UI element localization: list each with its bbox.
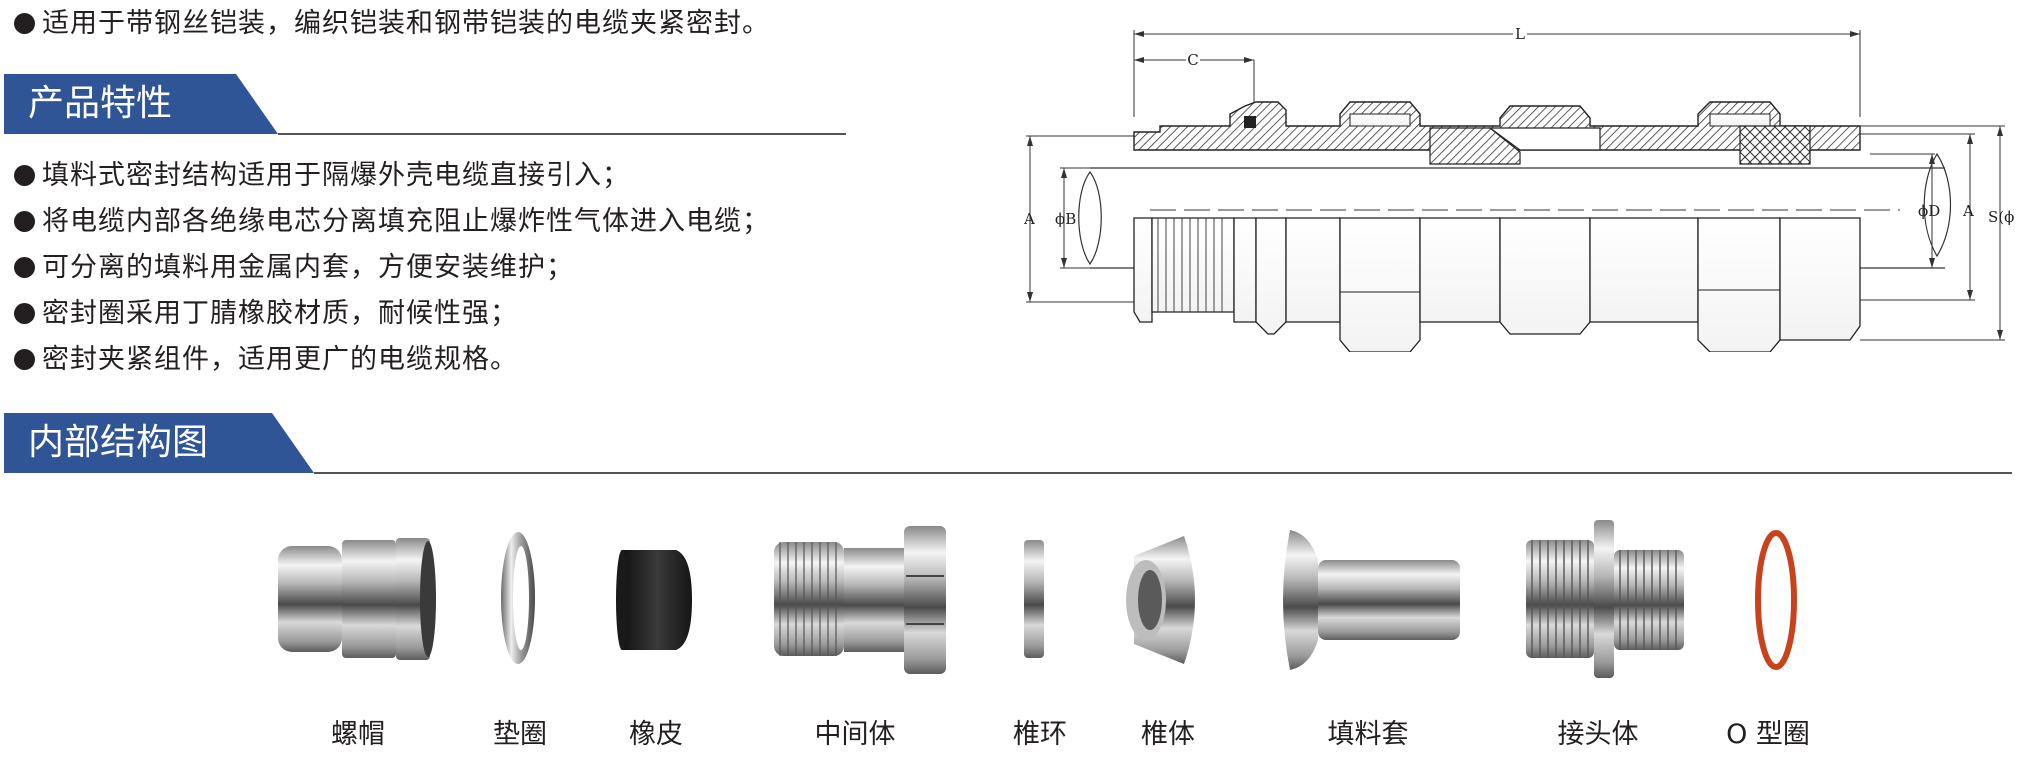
o-ring-part: [1755, 530, 1797, 670]
part-label: 接头体: [1557, 719, 1639, 750]
connector-body-part: [1526, 520, 1684, 678]
section-header-features: 产品特性: [4, 74, 846, 135]
middle-body-part: [774, 526, 946, 674]
rubber-part: [616, 550, 692, 650]
bullet-dot-icon: [14, 303, 35, 324]
section-header-structure: 内部结构图: [4, 413, 2012, 474]
header-tab-shape: [4, 413, 314, 473]
feature-item: 密封圈采用丁腈橡胶材质，耐候性强；: [14, 296, 518, 332]
bullet-dot-icon: [14, 211, 35, 232]
washer-part: [501, 532, 535, 664]
part-label: 椎体: [1141, 719, 1195, 750]
feature-item: 可分离的填料用金属内套，方便安装维护；: [14, 250, 574, 286]
feature-text: 将电缆内部各绝缘电芯分离填充阻止爆炸性气体进入电缆；: [42, 206, 770, 237]
feature-text: 可分离的填料用金属内套，方便安装维护；: [42, 252, 574, 283]
bullet-dot-icon: [14, 165, 35, 186]
section-title-features: 产品特性: [28, 83, 173, 124]
dim-label-A-right: A: [1962, 202, 1974, 220]
dim-label-D: ϕD: [1918, 202, 1940, 220]
section-divider: [314, 472, 2012, 474]
cone-ring-part: [1024, 540, 1044, 658]
section-divider: [278, 133, 846, 135]
dim-label-C: C: [1187, 51, 1198, 69]
part-label: 螺帽: [331, 719, 385, 750]
nut-part: [278, 538, 436, 660]
part-label: 填料套: [1327, 719, 1409, 750]
technical-drawing: L C A ϕB: [1020, 22, 2020, 353]
bullet-dot-icon: [14, 13, 35, 34]
dim-label-B: ϕB: [1055, 210, 1076, 228]
bullet-dot-icon: [14, 257, 35, 278]
feature-text: 填料式密封结构适用于隔爆外壳电缆直接引入；: [42, 160, 630, 191]
feature-text: 密封夹紧组件，适用更广的电缆规格。: [42, 344, 518, 375]
intro-bullet-text: 适用于带钢丝铠装，编织铠装和钢带铠装的电缆夹紧密封。: [42, 8, 770, 39]
feature-text: 密封圈采用丁腈橡胶材质，耐候性强；: [42, 298, 518, 329]
dim-label-S: S(ϕ: [1988, 208, 2014, 226]
part-label: 橡皮: [629, 719, 683, 750]
dim-label-A-left: A: [1023, 210, 1035, 228]
feature-item: 填料式密封结构适用于隔爆外壳电缆直接引入；: [14, 158, 630, 194]
part-label: 椎环: [1013, 719, 1067, 750]
feature-item: 将电缆内部各绝缘电芯分离填充阻止爆炸性气体进入电缆；: [14, 204, 770, 240]
header-tab-shape: [4, 74, 278, 134]
section-title-structure: 内部结构图: [28, 422, 209, 463]
intro-bullet: 适用于带钢丝铠装，编织铠装和钢带铠装的电缆夹紧密封。: [14, 6, 770, 42]
part-label: 垫圈: [493, 719, 547, 750]
bullet-dot-icon: [14, 349, 35, 370]
part-label: 中间体: [814, 719, 896, 750]
dim-label-L: L: [1515, 25, 1525, 43]
packing-sleeve-part: [1283, 530, 1460, 670]
part-label: O 型圈: [1726, 719, 1810, 750]
parts-row: 螺帽 垫圈 橡皮 中间体 椎环 椎体 填料套 接头体 O 型圈: [0, 520, 2020, 770]
cone-body-part: [1126, 536, 1195, 664]
feature-item: 密封夹紧组件，适用更广的电缆规格。: [14, 342, 518, 378]
